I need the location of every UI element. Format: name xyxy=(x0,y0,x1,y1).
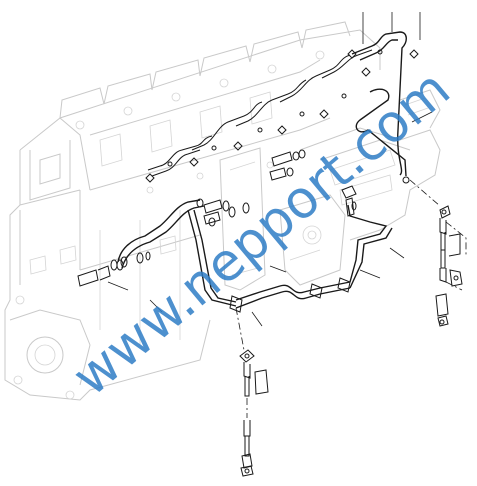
callout-leaders xyxy=(107,12,433,327)
engine-block-outline xyxy=(4,21,441,401)
watermark: www.nepport.com xyxy=(62,59,462,408)
bottom-hose-assembly xyxy=(235,307,269,477)
watermark-text: www.nepport.com xyxy=(62,59,462,408)
injector-lines xyxy=(145,31,419,184)
fuel-pipe-assembly xyxy=(116,198,393,313)
right-hose-assembly xyxy=(409,179,467,327)
